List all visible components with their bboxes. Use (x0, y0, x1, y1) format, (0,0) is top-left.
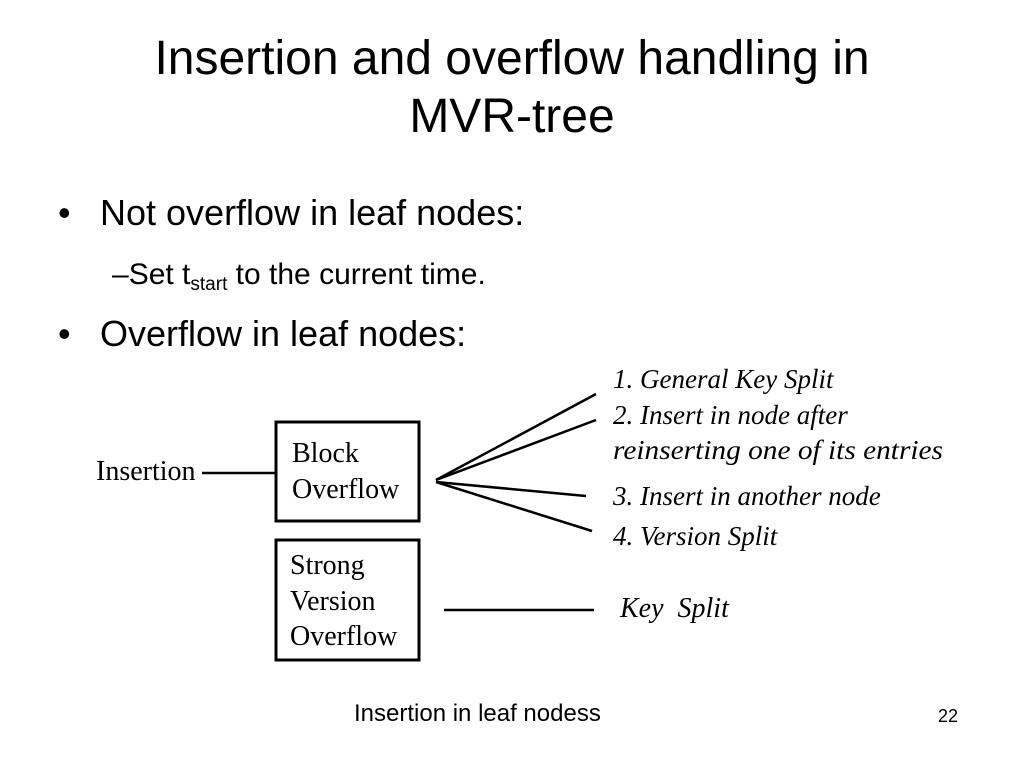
option-1: 1. General Key Split (613, 364, 835, 394)
strong-version-overflow-box (274, 538, 421, 662)
bullet-overflow: • Overflow in leaf nodes: (58, 314, 466, 352)
bullet-not-overflow: • Not overflow in leaf nodes: (58, 193, 524, 233)
option-3: 3. Insert in another node (612, 481, 881, 511)
option-4: 4. Version Split (613, 521, 779, 551)
block-overflow-line-2: Overflow (292, 474, 400, 505)
bullet-marker: • (58, 192, 71, 233)
branch-line-2 (435, 418, 597, 482)
title-line-1: Insertion and overflow handling in (154, 32, 870, 85)
sub-bullet-marker: – (112, 258, 129, 291)
option-2-cont: reinserting one of its entries (613, 435, 943, 465)
page-number: 22 (938, 706, 959, 726)
option-2: 2. Insert in node after (613, 400, 848, 430)
block-overflow-line-1: Block (292, 438, 359, 469)
key-split-label: Key Split (619, 593, 730, 624)
branch-line-4 (435, 480, 593, 533)
sub-bullet-subscript: start (190, 274, 228, 295)
slide-caption: Insertion in leaf nodess (354, 700, 601, 727)
svo-line-2: Version (290, 586, 376, 617)
svo-line-3: Overflow (290, 621, 398, 652)
bullet-text: Not overflow in leaf nodes: (100, 192, 525, 233)
branch-line-1 (435, 392, 597, 482)
title-line-2: MVR-tree (409, 90, 615, 143)
insertion-label: Insertion (96, 456, 196, 487)
sub-bullet-set-tstart: –Set tstart to the current time. (112, 257, 486, 295)
svo-line-1: Strong (290, 550, 365, 581)
bullet-text: Overflow in leaf nodes: (100, 314, 467, 352)
branch-line-3 (435, 480, 587, 498)
sub-bullet-suffix: to the current time. (227, 258, 486, 291)
block-overflow-box (274, 420, 421, 523)
slide-title: Insertion and overflow handling in MVR-t… (0, 30, 1024, 146)
sub-bullet-prefix: Set t (128, 258, 191, 291)
bullet-marker: • (58, 314, 71, 352)
